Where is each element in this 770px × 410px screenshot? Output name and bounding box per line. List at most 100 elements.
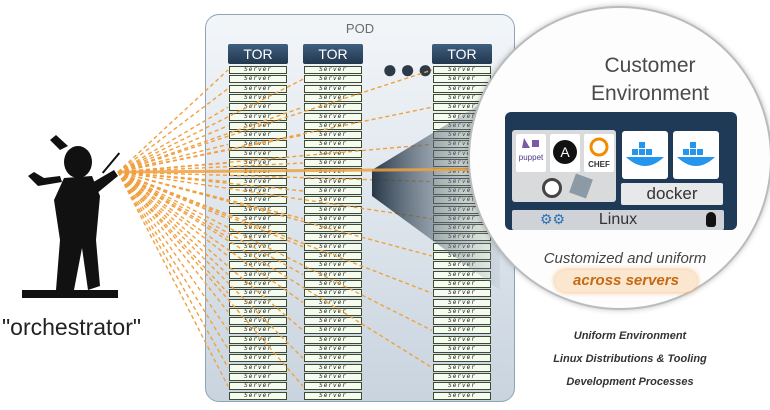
- orchestration-line: [117, 171, 433, 220]
- orchestration-line: [117, 171, 433, 332]
- server-box: Server: [229, 112, 287, 121]
- server-box: Server: [304, 345, 362, 353]
- server-box: Server: [304, 93, 362, 102]
- server-box: Server: [229, 298, 287, 307]
- server-box: Server: [229, 205, 287, 214]
- server-box: Server: [433, 317, 491, 326]
- server-box: Server: [304, 131, 362, 140]
- customer-environment-title: Customer Environment: [545, 52, 755, 108]
- orchestration-line: [117, 171, 304, 192]
- orchestration-line: [117, 171, 433, 369]
- puppet-icon: puppet: [516, 134, 546, 172]
- server-box: Server: [304, 75, 362, 84]
- server-box: Server: [229, 84, 287, 93]
- pod-title: POD: [345, 21, 375, 36]
- server-box: Server: [304, 103, 362, 112]
- across-servers-highlight: across servers: [555, 270, 697, 292]
- server-box: Server: [229, 363, 287, 372]
- server-box: Server: [304, 159, 362, 167]
- server-box: Server: [304, 205, 362, 214]
- server-box: Server: [304, 149, 362, 158]
- docker-container-2: [673, 131, 719, 179]
- server-box: Server: [304, 177, 362, 186]
- orchestration-line: [117, 171, 304, 331]
- orchestrator-label: "orchestrator": [2, 314, 142, 340]
- orchestration-line: [117, 171, 304, 387]
- linux-label: Linux: [598, 211, 638, 228]
- orchestration-line: [117, 171, 433, 294]
- server-box: Server: [229, 335, 287, 344]
- note-item: Development Processes: [566, 376, 694, 388]
- orchestration-line: [117, 69, 433, 173]
- orchestration-line: [117, 171, 229, 220]
- server-box: Server: [433, 372, 491, 381]
- server-box: Server: [229, 354, 287, 363]
- ansible-label: A: [560, 144, 570, 160]
- server-box: Server: [229, 317, 287, 326]
- server-box: Server: [433, 354, 491, 363]
- orchestration-line: [117, 171, 229, 313]
- server-box: Server: [433, 289, 491, 298]
- search-icon: [542, 178, 562, 198]
- conductor-silhouette-icon: [22, 135, 121, 298]
- notes-list: Uniform Environment Linux Distributions …: [530, 325, 730, 394]
- server-box: Server: [304, 242, 362, 251]
- orchestration-line: [117, 171, 304, 304]
- orchestration-line: [117, 106, 433, 173]
- server-box: Server: [304, 391, 362, 400]
- server-box: Server: [433, 382, 491, 391]
- server-box: Server: [304, 252, 362, 260]
- title-line-2: Environment: [591, 82, 709, 105]
- orchestration-line: [117, 171, 229, 257]
- orchestration-line: [117, 171, 433, 257]
- orchestration-line: [117, 106, 229, 173]
- server-box: Server: [229, 103, 287, 112]
- server-box: Server: [433, 345, 491, 353]
- puppet-label: puppet: [519, 153, 544, 162]
- orchestration-line: [117, 143, 433, 173]
- server-box: Server: [304, 224, 362, 233]
- server-box: Server: [229, 131, 287, 140]
- server-box: Server: [229, 149, 287, 158]
- tools-icon: [569, 173, 593, 199]
- server-box: Server: [304, 270, 362, 279]
- server-box: Server: [229, 372, 287, 381]
- ansible-icon: A: [550, 134, 580, 172]
- server-box: Server: [229, 382, 287, 391]
- orchestration-line: [117, 171, 229, 387]
- note-item: Linux Distributions & Tooling: [553, 353, 707, 365]
- tor-switch: TOR: [228, 44, 288, 64]
- server-box: Server: [304, 140, 362, 149]
- server-box: Server: [433, 66, 491, 74]
- customized-caption: Customized and uniform: [543, 250, 707, 267]
- tux-icon: [706, 212, 716, 227]
- server-box: Server: [433, 391, 491, 400]
- server-box: Server: [229, 75, 287, 84]
- server-box: Server: [433, 335, 491, 344]
- server-box: Server: [304, 112, 362, 121]
- docker-label: docker: [621, 183, 723, 205]
- server-box: Server: [229, 186, 287, 195]
- orchestration-line: [117, 171, 229, 183]
- server-box: Server: [229, 214, 287, 223]
- orchestration-line: [117, 171, 304, 276]
- server-box: Server: [433, 298, 491, 307]
- tor-switch: TOR: [303, 44, 363, 64]
- server-box: Server: [229, 391, 287, 400]
- server-box: Server: [229, 326, 287, 335]
- linux-bar: ⚙⚙ Linux: [512, 210, 724, 230]
- docker-container-1: [622, 131, 668, 179]
- orchestration-line: [117, 106, 304, 173]
- server-box: Server: [229, 66, 287, 74]
- server-box: Server: [304, 186, 362, 195]
- server-box: Server: [304, 354, 362, 363]
- note-item: Uniform Environment: [573, 330, 687, 342]
- server-box: Server: [229, 252, 287, 260]
- server-box: Server: [304, 289, 362, 298]
- title-line-1: Customer: [604, 54, 696, 77]
- orchestration-line: [117, 125, 229, 173]
- chef-label: CHEF: [588, 160, 610, 169]
- server-box: Server: [433, 307, 491, 316]
- orchestration-line: [117, 171, 229, 368]
